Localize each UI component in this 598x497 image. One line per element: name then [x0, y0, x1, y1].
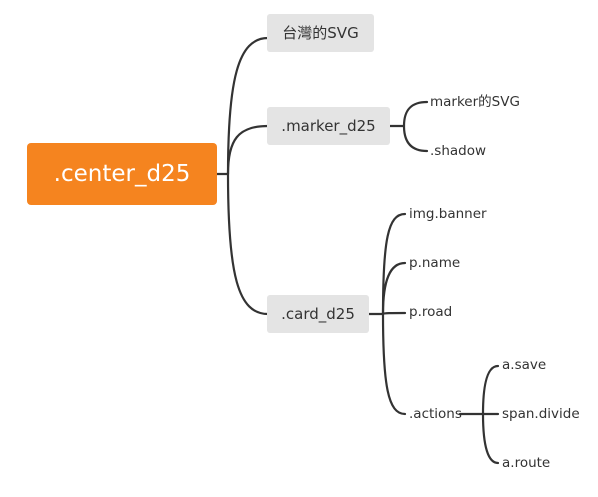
leaf-node-a-save[interactable]: a.save [502, 357, 547, 373]
leaf-node-p-name[interactable]: p.name [409, 255, 461, 271]
connector-actions-save [481, 364, 500, 416]
leaf-node-marker-svg[interactable]: marker的SVG [430, 94, 520, 110]
connector-card-banner [381, 212, 407, 316]
connector-root-marker [226, 124, 270, 176]
root-node-center-d25[interactable]: .center_d25 [27, 143, 217, 205]
branch-node-taiwan-svg[interactable]: 台灣的SVG [267, 14, 374, 52]
leaf-node-img-banner[interactable]: img.banner [409, 206, 487, 222]
connector-card-name [381, 261, 407, 316]
connector-root-card [226, 172, 270, 316]
connector-marker-svg [402, 100, 429, 128]
connector-actions-route [481, 412, 500, 465]
connector-root-svg [226, 36, 270, 176]
leaf-node-p-road[interactable]: p.road [409, 304, 453, 320]
connector-card-actions [381, 312, 407, 416]
leaf-node-span-divide[interactable]: span.divide [502, 406, 580, 422]
connector-card-road [381, 311, 407, 316]
leaf-node-actions[interactable]: .actions [409, 406, 462, 422]
branch-node-marker-d25[interactable]: .marker_d25 [267, 107, 390, 145]
connector-marker-shadow [402, 124, 429, 153]
leaf-node-a-route[interactable]: a.route [502, 455, 551, 471]
leaf-node-shadow[interactable]: .shadow [430, 143, 487, 159]
branch-node-card-d25[interactable]: .card_d25 [267, 295, 369, 333]
